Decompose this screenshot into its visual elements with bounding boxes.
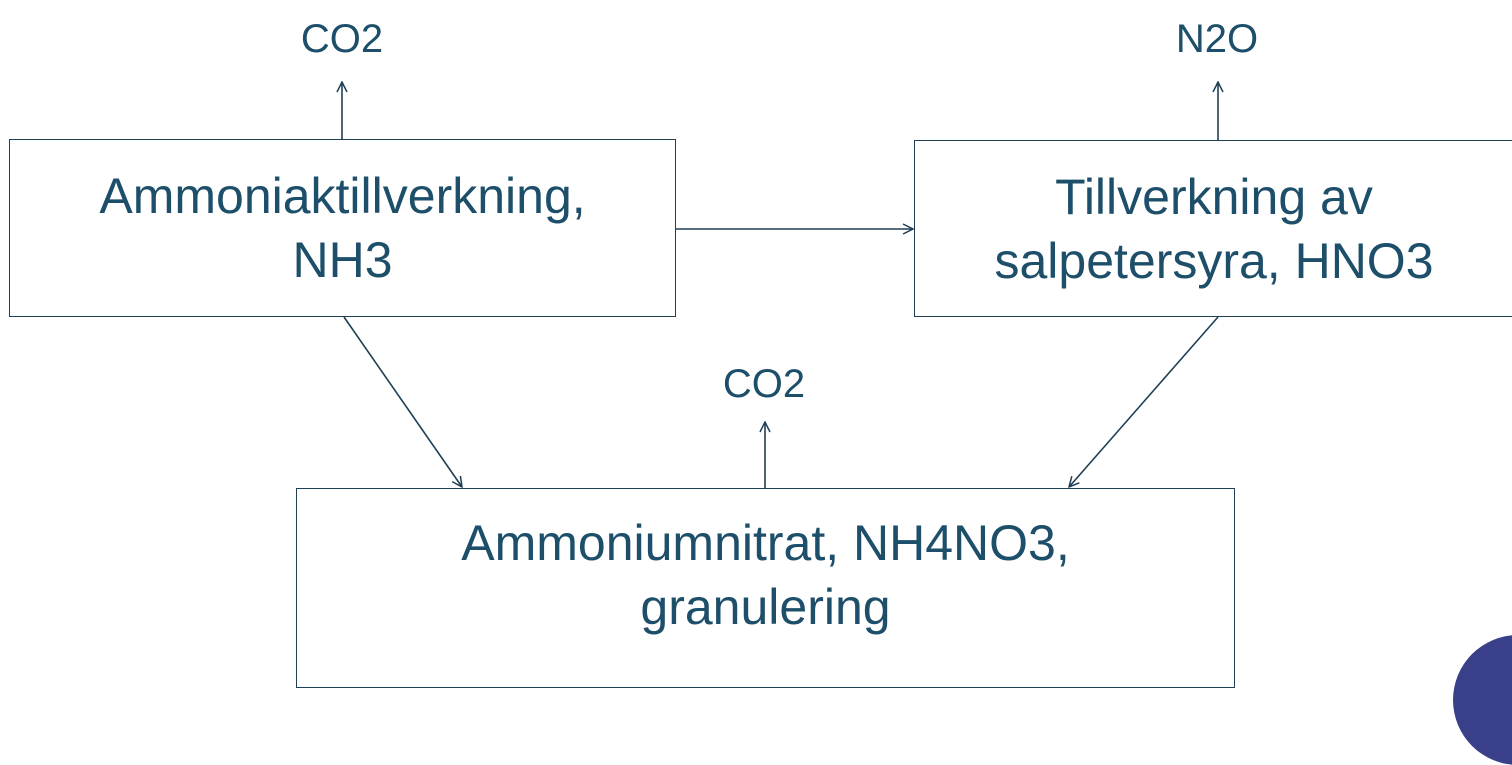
ammonia-production-box: Ammoniaktillverkning, NH3	[9, 139, 676, 317]
flow-arrows	[0, 0, 1512, 661]
nitric-box-line2: salpetersyra, HNO3	[994, 232, 1434, 289]
ammonia-box-line1: Ammoniaktillverkning,	[99, 168, 586, 224]
arrow-nitric-to-nitrate	[1069, 316, 1219, 487]
arrow-ammonia-to-nitrate	[343, 316, 462, 487]
ammonia-box-line2: NH3	[292, 232, 393, 288]
nitric-n2o-emission-label: N2O	[1175, 17, 1259, 61]
ammonium-nitrate-box: Ammoniumnitrat, NH4NO3, granulering	[296, 488, 1235, 688]
nitrate-box-line1: Ammoniumnitrat, NH4NO3,	[461, 515, 1070, 571]
nitric-box-line1: Tillverkning av	[1055, 168, 1373, 225]
ammonia-co2-emission-label: CO2	[300, 17, 384, 61]
nitrate-box-line2: granulering	[640, 579, 891, 635]
nitric-acid-production-box: Tillverkning av salpetersyra, HNO3	[914, 140, 1512, 317]
nitrate-co2-emission-label: CO2	[722, 362, 806, 406]
